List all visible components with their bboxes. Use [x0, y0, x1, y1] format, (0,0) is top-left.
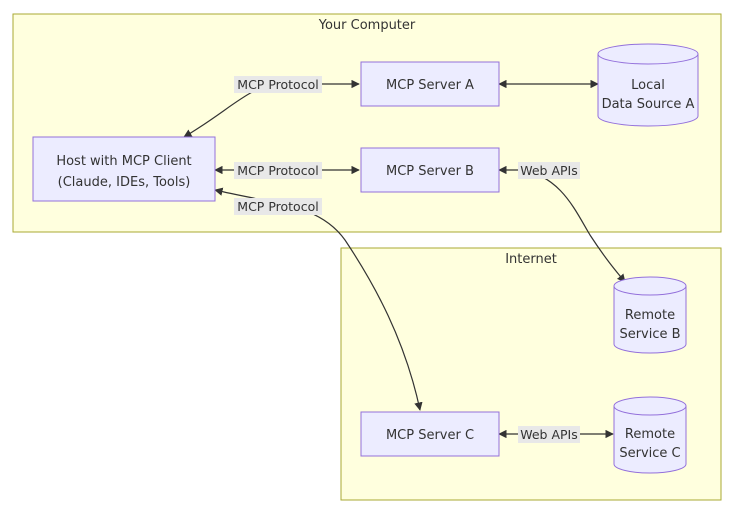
node-remote-service-c-line-2: Service C — [619, 446, 680, 461]
node-server-b-label: MCP Server B — [386, 164, 474, 179]
node-server-a-label: MCP Server A — [386, 78, 474, 93]
node-server-a[interactable]: MCP Server A — [360, 61, 500, 107]
node-remote-service-b[interactable]: Remote Service B — [613, 276, 687, 354]
edge-label-b-remote: Web APIs — [518, 162, 580, 179]
computer-group-title: Your Computer — [318, 18, 416, 33]
edge-label-c-remote-bg — [518, 426, 580, 443]
node-server-b-box — [360, 147, 500, 193]
node-remote-service-b-top — [613, 276, 687, 296]
node-remote-service-c-line-1: Remote — [625, 427, 675, 442]
node-server-a-box — [360, 61, 500, 107]
edge-label-host-a: MCP Protocol — [234, 76, 322, 93]
edge-label-host-a-text: MCP Protocol — [237, 77, 318, 92]
edge-label-c-remote-text: Web APIs — [520, 427, 578, 442]
node-server-b[interactable]: MCP Server B — [360, 147, 500, 193]
node-local-data-source-a-line-1: Local — [631, 78, 665, 93]
node-remote-service-c[interactable]: Remote Service C — [613, 396, 687, 474]
edge-label-b-remote-text: Web APIs — [520, 163, 578, 178]
node-host[interactable]: Host with MCP Client (Claude, IDEs, Tool… — [32, 136, 216, 202]
node-remote-service-c-top — [613, 396, 687, 416]
edge-label-host-c: MCP Protocol — [234, 198, 322, 215]
edge-label-c-remote: Web APIs — [518, 426, 580, 443]
node-host-line-2: (Claude, IDEs, Tools) — [58, 175, 191, 190]
edge-label-host-b: MCP Protocol — [234, 162, 322, 179]
node-host-box — [32, 136, 216, 202]
edge-label-host-b-text: MCP Protocol — [237, 163, 318, 178]
node-server-c-label: MCP Server C — [386, 428, 474, 443]
edge-label-host-b-bg — [234, 162, 322, 179]
node-host-line-1: Host with MCP Client — [56, 154, 191, 169]
node-local-data-source-a[interactable]: Local Data Source A — [597, 43, 699, 127]
node-local-data-source-a-top — [597, 43, 699, 65]
node-remote-service-b-line-1: Remote — [625, 308, 675, 323]
node-remote-service-c-body — [613, 406, 687, 474]
internet-group-title: Internet — [505, 252, 557, 267]
edge-label-b-remote-bg — [518, 162, 580, 179]
node-remote-service-b-body — [613, 286, 687, 354]
edge-label-host-c-bg — [234, 198, 322, 215]
node-server-c-box — [360, 411, 500, 457]
node-server-c[interactable]: MCP Server C — [360, 411, 500, 457]
edge-label-host-c-text: MCP Protocol — [237, 199, 318, 214]
node-remote-service-b-line-2: Service B — [619, 327, 680, 342]
node-local-data-source-a-line-2: Data Source A — [602, 97, 695, 112]
node-local-data-source-a-body — [597, 54, 699, 127]
edge-labels: MCP Protocol MCP Protocol MCP Protocol W… — [234, 76, 580, 443]
edge-label-host-a-bg — [234, 76, 322, 93]
